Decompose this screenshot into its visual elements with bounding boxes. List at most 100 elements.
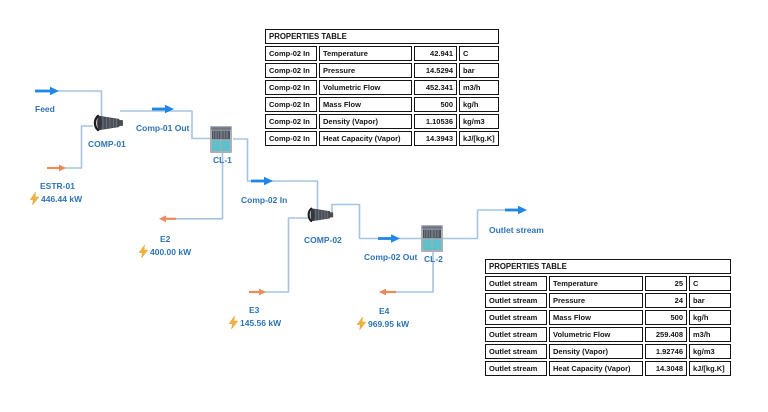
stream-feed-label: Feed	[35, 104, 55, 114]
table-cell-property: Pressure	[319, 63, 412, 78]
stream-outlet-line[interactable]	[443, 209, 522, 240]
energy-name: E2	[160, 234, 171, 244]
table-cell-object: Comp-02 In	[265, 80, 317, 95]
energy-estr01-line[interactable]	[48, 125, 93, 169]
table-cell-object: Comp-02 In	[265, 114, 317, 129]
table-cell-value: 42.941	[414, 46, 457, 61]
energy-e3-arrow[interactable]	[249, 288, 266, 296]
energy-name: ESTR-01	[40, 181, 75, 191]
table-cell-property: Heat Capacity (Vapor)	[319, 131, 412, 146]
table-cell-property: Volumetric Flow	[549, 327, 643, 342]
stream-comp01-out-arrow[interactable]	[152, 104, 174, 114]
table-cell-unit: kg/h	[459, 97, 500, 112]
table-cell-unit: kg/m3	[459, 114, 500, 129]
stream-comp02-in-label: Comp-02 In	[241, 195, 288, 205]
table-cell-value: 14.3943	[414, 131, 457, 146]
table-cell-property: Pressure	[549, 293, 643, 308]
table-cell-object: Outlet stream	[485, 293, 547, 308]
table-cell-value: 24	[645, 293, 687, 308]
table-cell-object: Outlet stream	[485, 344, 547, 359]
cooler-cl1-icon[interactable]	[209, 125, 233, 154]
table-cell-value: 14.3048	[645, 361, 687, 376]
table-cell-property: Temperature	[319, 46, 412, 61]
table-cell-unit: kJ/[kg.K]	[459, 131, 500, 146]
stream-comp02-out-label: Comp-02 Out	[364, 252, 418, 262]
table-cell-value: 1.10536	[414, 114, 457, 129]
table-title: PROPERTIES TABLE	[265, 29, 500, 44]
table-cell-unit: m3/h	[459, 80, 500, 95]
cooler-cl2-icon[interactable]	[420, 224, 444, 253]
cooler-cl2-label: CL-2	[424, 254, 443, 264]
energy-bolt-icon	[30, 192, 39, 205]
energy-name: E3	[249, 305, 260, 315]
table-cell-property: Volumetric Flow	[319, 80, 412, 95]
table-cell-property: Mass Flow	[549, 310, 643, 325]
stream-feed-arrow[interactable]	[35, 86, 59, 96]
table-cell-value: 500	[414, 97, 457, 112]
energy-name: E4	[379, 306, 390, 316]
table-cell-object: Outlet stream	[485, 327, 547, 342]
energy-duty: 145.56 kW	[240, 317, 282, 328]
energy-duty: 969.95 kW	[368, 318, 410, 329]
stream-comp01-out-label: Comp-01 Out	[136, 123, 190, 133]
energy-bolt-icon	[139, 245, 148, 258]
table-cell-object: Outlet stream	[485, 276, 547, 291]
table-cell-object: Comp-02 In	[265, 97, 317, 112]
table-cell-property: Mass Flow	[319, 97, 412, 112]
energy-e4-label: E4 969.95 kW	[357, 306, 409, 330]
stream-outlet-arrow[interactable]	[505, 205, 527, 215]
table-cell-unit: m3/h	[689, 327, 732, 342]
table-cell-object: Outlet stream	[485, 310, 547, 325]
table-cell-value: 25	[645, 276, 687, 291]
stream-comp02-out-line[interactable]	[331, 203, 422, 240]
compressor-comp01-label: COMP-01	[88, 139, 126, 149]
energy-estr01-label: ESTR-01 446.44 kW	[30, 181, 82, 205]
table-cell-unit: kg/m3	[689, 344, 732, 359]
table-cell-property: Heat Capacity (Vapor)	[549, 361, 643, 376]
table-title-row: PROPERTIES TABLE	[265, 29, 500, 44]
energy-bolt-icon	[357, 317, 366, 330]
compressor-comp02-label: COMP-02	[304, 235, 342, 245]
stream-feed-line[interactable]	[38, 90, 103, 119]
stream-comp02-out-arrow[interactable]	[378, 234, 400, 243]
table-cell-value: 452.341	[414, 80, 457, 95]
energy-e4-line[interactable]	[388, 252, 434, 293]
compressor-comp01-icon[interactable]	[93, 114, 124, 132]
table-cell-value: 1.92746	[645, 344, 687, 359]
table-cell-unit: kJ/[kg.K]	[689, 361, 732, 376]
energy-e2-line[interactable]	[168, 152, 224, 220]
compressor-comp02-icon[interactable]	[307, 207, 334, 223]
energy-e4-arrow[interactable]	[379, 288, 396, 296]
cooler-cl1-label: CL-1	[213, 155, 232, 165]
energy-e3-line[interactable]	[252, 217, 308, 293]
energy-e2-arrow[interactable]	[159, 215, 176, 223]
energy-estr01-arrow[interactable]	[47, 164, 66, 172]
table-cell-unit: bar	[459, 63, 500, 78]
energy-bolt-icon	[229, 316, 238, 329]
stream-comp02-in-arrow[interactable]	[251, 176, 273, 186]
table-title: PROPERTIES TABLE	[485, 259, 732, 274]
table-cell-unit: bar	[689, 293, 732, 308]
table-cell-unit: C	[459, 46, 500, 61]
stream-comp01-out-line[interactable]	[120, 110, 211, 140]
stream-comp02-in-line[interactable]	[233, 138, 319, 211]
stream-outlet-label: Outlet stream	[489, 225, 544, 235]
table-cell-property: Density (Vapor)	[319, 114, 412, 129]
table-cell-property: Temperature	[549, 276, 643, 291]
energy-e3-label: E3 145.56 kW	[229, 305, 281, 329]
table-cell-object: Comp-02 In	[265, 46, 317, 61]
table-cell-property: Density (Vapor)	[549, 344, 643, 359]
